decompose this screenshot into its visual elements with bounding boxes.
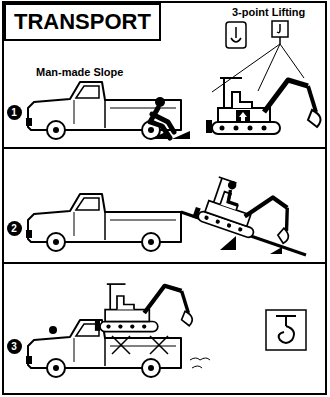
title-box: TRANSPORT — [4, 3, 161, 41]
panel-label: Man-made Slope — [36, 66, 123, 78]
callout-text: 1 — [11, 107, 17, 118]
callout-text: 2 — [11, 223, 17, 234]
callout-number: 3 — [7, 339, 22, 354]
callout-number: 1 — [7, 105, 22, 120]
callout-number: 2 — [7, 221, 22, 236]
callout-text: 3 — [11, 341, 17, 352]
panel-label: 3-point Lifting — [232, 6, 305, 18]
